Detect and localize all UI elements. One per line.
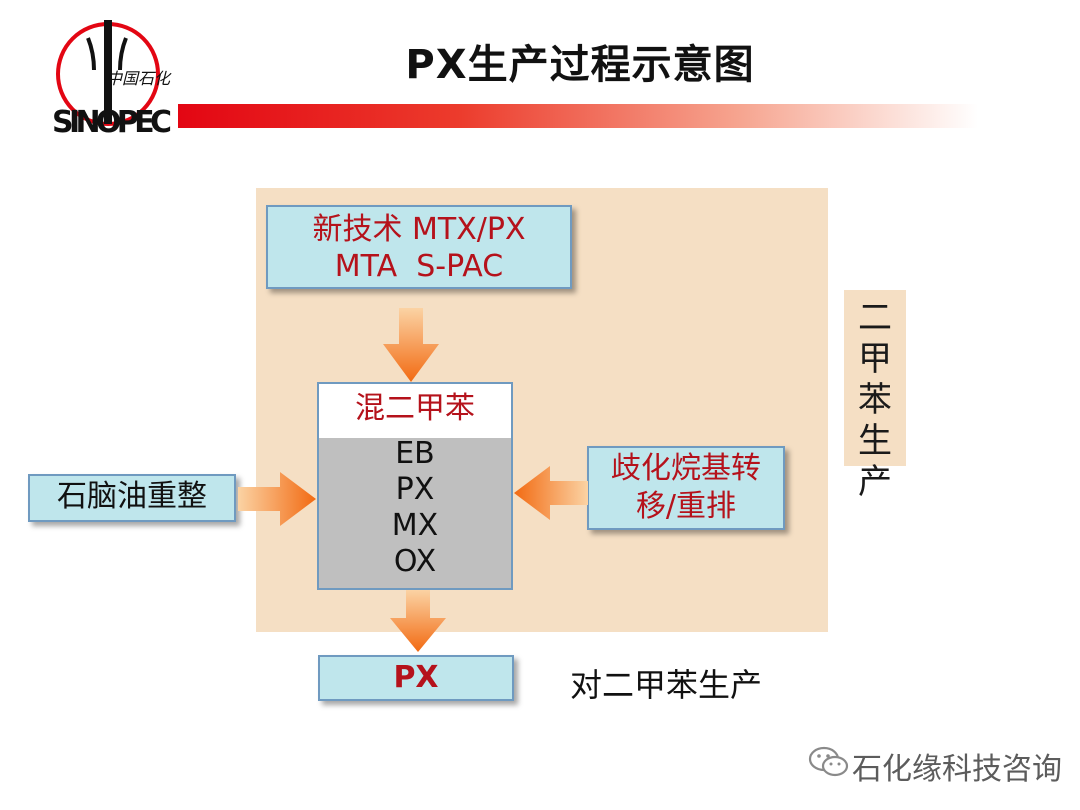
region-label-char: 甲 [858, 339, 892, 379]
isomerization-line1: 歧化烷基转 [611, 451, 761, 486]
mixed-xylene-title: 混二甲苯 [355, 391, 475, 426]
naphtha-reforming-label: 石脑油重整 [57, 479, 207, 514]
logo-brand: SINOPEC [52, 105, 172, 136]
region-label-char: 苯 [858, 380, 892, 420]
arrow-down-icon [390, 590, 446, 652]
page-title: PX生产过程示意图 [405, 42, 755, 88]
sinopec-logo: 中国石化 SINOPEC [48, 18, 176, 140]
isomerization-line2: 移/重排 [635, 489, 737, 524]
isomerization-node [587, 446, 785, 530]
new-tech-line2: MTA S-PAC [334, 249, 504, 284]
logo-text: 中国石化 [106, 69, 172, 88]
arrow-down-icon [383, 308, 439, 382]
component-item: MX [391, 508, 439, 543]
xylene-components-box [319, 438, 511, 588]
region-label-char: 二 [858, 298, 892, 338]
px-product-caption: 对二甲苯生产 [570, 666, 763, 704]
region-label-char: 生 [858, 421, 892, 461]
wechat-icon [808, 746, 849, 777]
xylene-components: EB PX MX OX [319, 436, 511, 580]
region-label-box [844, 290, 906, 466]
new-tech-node [266, 205, 572, 289]
isomerization-label: 歧化烷基转 移/重排 [587, 450, 785, 526]
watermark-text: 石化缘科技咨询 [852, 752, 1062, 787]
arrow-left-icon [514, 466, 588, 520]
naphtha-reforming-node [28, 474, 236, 522]
component-item: EB [395, 436, 435, 471]
new-tech-label: 新技术 MTX/PX MTA S-PAC [266, 211, 572, 285]
region-label-char: 产 [858, 462, 892, 502]
px-product-label: PX [393, 660, 439, 695]
region-label: 二 甲 苯 生 产 [844, 298, 906, 503]
arrow-right-icon [238, 472, 316, 526]
component-item: OX [393, 544, 437, 579]
component-item: PX [395, 472, 435, 507]
px-product-node [318, 655, 514, 701]
title-divider [178, 104, 978, 128]
new-tech-line1: 新技术 MTX/PX [312, 212, 526, 247]
